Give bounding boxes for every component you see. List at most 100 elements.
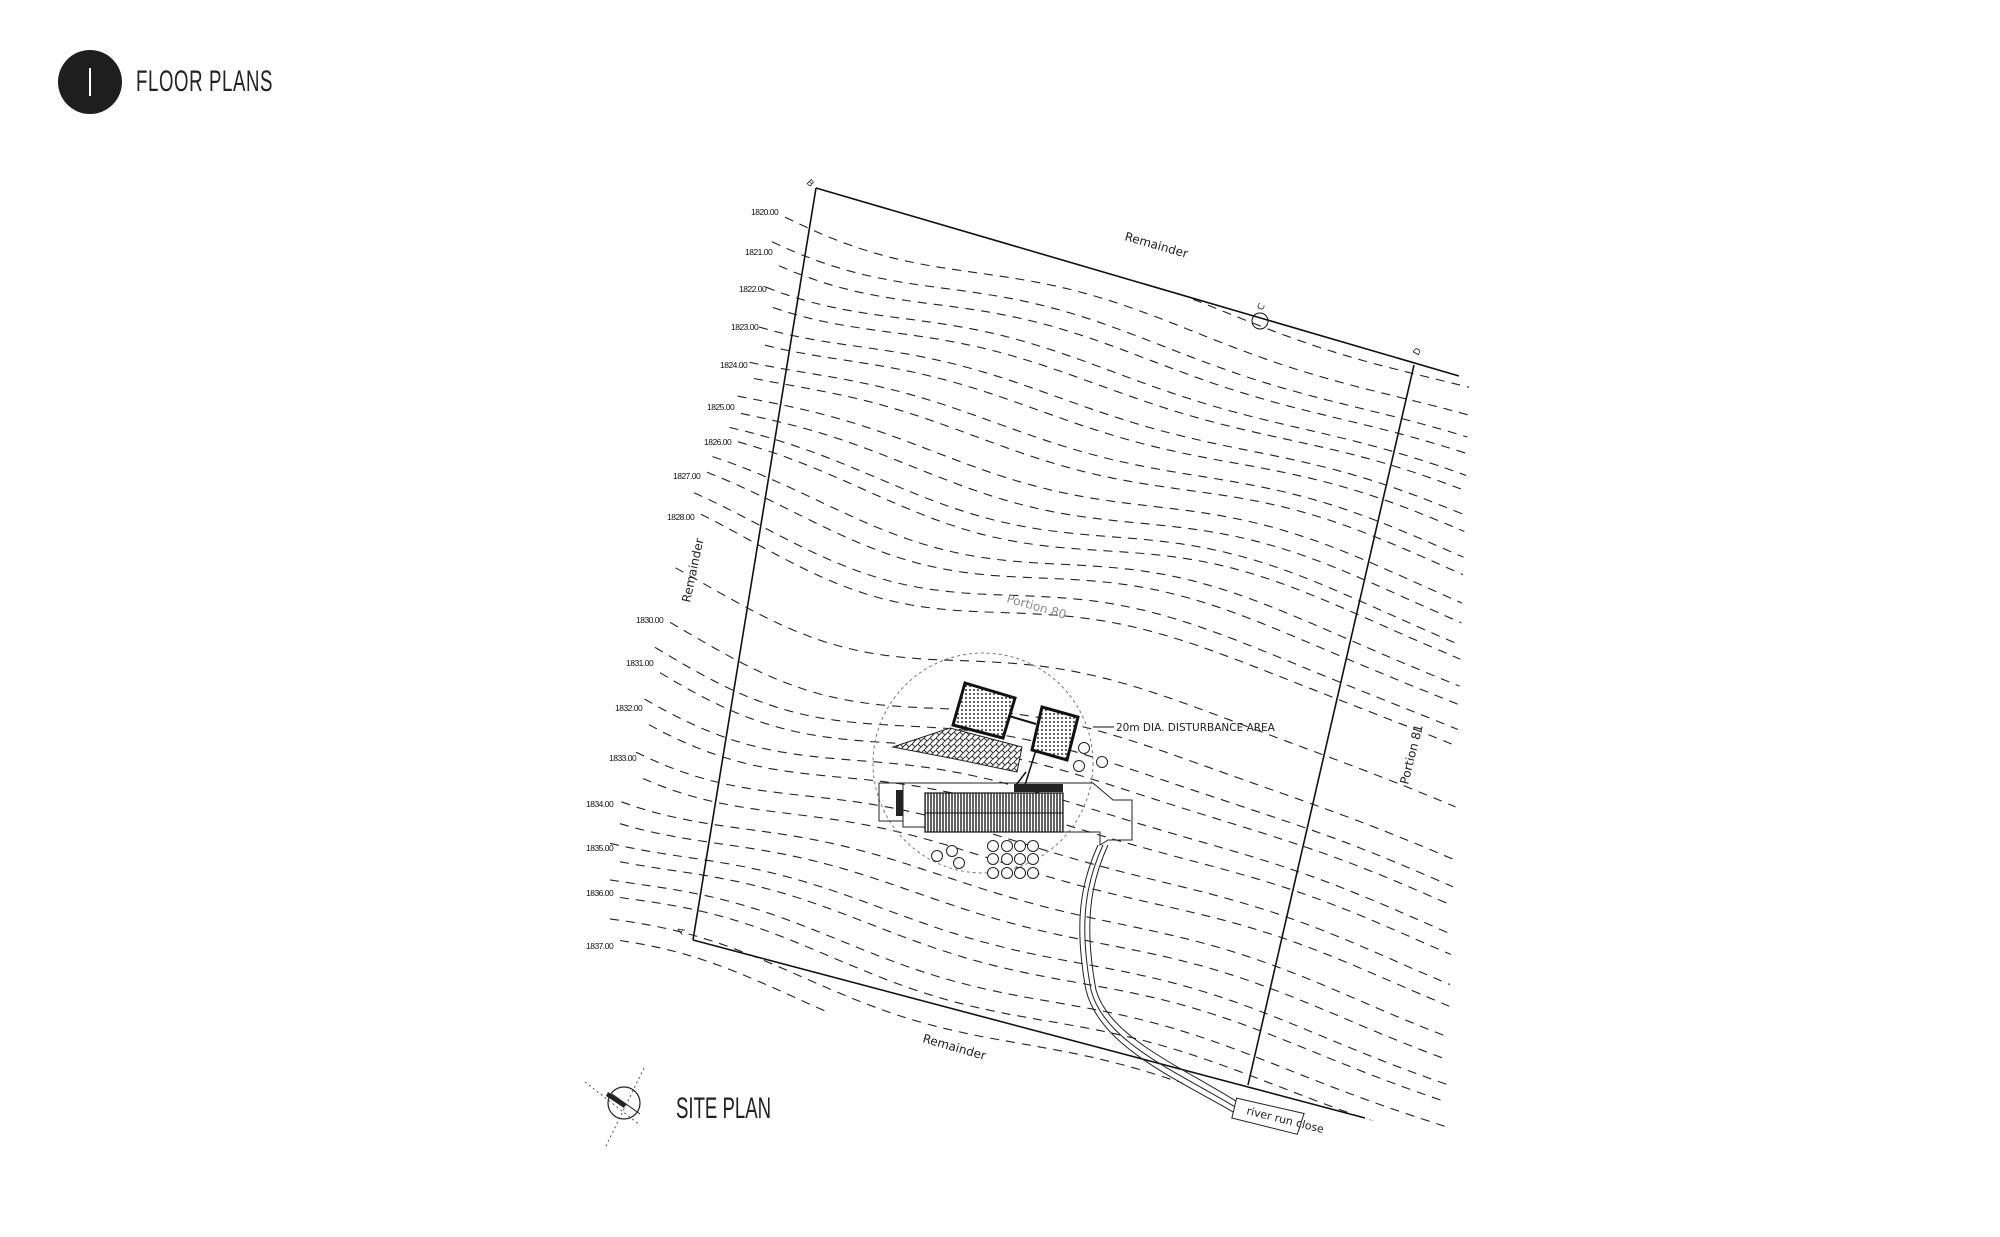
contour-line	[753, 377, 1470, 649]
contour-line	[693, 492, 1470, 784]
contour-line	[712, 456, 1470, 746]
tree-symbol	[1027, 867, 1039, 879]
corner-a-label: A	[676, 925, 688, 936]
contour-line	[619, 939, 1470, 1135]
boundary-east	[1247, 364, 1415, 1086]
contour-line	[758, 326, 1470, 588]
corner-d-label: D	[1412, 346, 1424, 357]
contour-line	[642, 778, 1470, 1042]
pavilion-block-1	[951, 681, 1017, 740]
tree-symbol	[1001, 853, 1013, 865]
contour-line	[749, 361, 1470, 628]
tree-symbol	[931, 850, 943, 862]
elevation-label: 1834.00	[586, 799, 614, 809]
tree-symbol	[953, 857, 965, 869]
tree-symbol	[1001, 867, 1013, 879]
contour-line	[706, 471, 1470, 764]
disturbance-area-circle	[872, 652, 1094, 874]
contour-line	[700, 513, 1470, 805]
boundary-west	[692, 187, 817, 941]
deck	[1014, 784, 1063, 792]
label-remainder-west: Remainder	[679, 537, 706, 604]
contour-lines	[609, 184, 1470, 1135]
section-number-glyph	[89, 68, 91, 96]
tree-symbol	[1014, 853, 1026, 865]
contour-line	[619, 823, 1470, 1085]
elevation-label: 1823.00	[731, 322, 759, 332]
contour-line	[737, 395, 1470, 671]
corner-c-marker	[1251, 312, 1269, 330]
contour-line	[609, 918, 1470, 1135]
tree-symbol	[1001, 840, 1013, 852]
boundary-north	[815, 187, 1460, 377]
link-walkway	[1008, 715, 1037, 725]
platform-outline	[902, 782, 1133, 846]
tree-symbol	[987, 867, 999, 879]
label-remainder-north: Remainder	[1123, 229, 1189, 260]
contour-line	[619, 861, 1470, 1127]
terrace-paving	[891, 727, 1023, 773]
contour-line	[609, 842, 1470, 1106]
elevation-label: 1824.00	[720, 360, 748, 370]
elevation-label: 1827.00	[673, 471, 701, 481]
tree-symbol	[946, 845, 958, 857]
elevation-label: 1822.00	[739, 284, 767, 294]
elevation-label: 1833.00	[609, 753, 637, 763]
elevation-label: 1825.00	[707, 402, 735, 412]
contour-line	[619, 896, 1470, 1135]
elevation-label: 1837.00	[586, 941, 614, 951]
building-footprint	[878, 681, 1133, 846]
contour-line	[771, 241, 1470, 506]
tree-symbol	[987, 853, 999, 865]
contour-line	[765, 286, 1470, 548]
elevation-label: 1831.00	[626, 658, 654, 668]
contour-line	[644, 698, 1470, 972]
tree-symbol	[1027, 853, 1039, 865]
contour-line	[772, 306, 1470, 568]
corner-c-label: C	[1256, 302, 1268, 312]
contour-line	[737, 441, 1470, 729]
label-disturbance-area: 20m DIA. DISTURBANCE AREA	[1116, 722, 1276, 734]
label-portion-81: Portion 81	[1397, 723, 1425, 786]
contour-line	[740, 412, 1470, 692]
contour-line	[729, 426, 1470, 711]
contour-line	[621, 801, 1470, 1063]
corner-b-label: B	[804, 178, 815, 189]
contour-line	[669, 621, 1470, 908]
elevation-label: 1830.00	[636, 615, 664, 625]
section-number-badge	[58, 50, 122, 114]
pavilion-block-2	[1030, 705, 1080, 762]
elevation-label: 1828.00	[667, 512, 695, 522]
stair-treads	[896, 790, 903, 816]
contour-line	[648, 724, 1470, 993]
tree-symbol	[1078, 742, 1090, 754]
boundary-south	[692, 939, 1366, 1119]
elevation-label: 1821.00	[745, 247, 773, 257]
section-header: FLOOR PLANS	[58, 50, 357, 114]
contour-line	[778, 265, 1470, 528]
contour-line	[609, 879, 1470, 1135]
elevation-label: 1826.00	[704, 437, 732, 447]
contour-line	[784, 216, 1470, 485]
property-boundary	[692, 187, 1460, 1119]
elevation-label: 1835.00	[586, 843, 614, 853]
elevation-label: 1836.00	[586, 888, 614, 898]
tree-symbol	[1073, 760, 1085, 772]
north-arrow-icon	[584, 1067, 645, 1149]
label-portion-80: Portion 80	[1005, 591, 1068, 621]
tree-symbol	[1014, 840, 1026, 852]
trees	[931, 742, 1108, 879]
contour-line	[764, 344, 1470, 608]
tree-symbol	[1027, 840, 1039, 852]
elevation-labels: 1820.00 1821.00 1822.00 1823.00 1824.00 1825.…	[586, 207, 779, 951]
tree-symbol	[1096, 756, 1108, 768]
section-title: FLOOR PLANS	[136, 65, 274, 98]
elevation-label: 1820.00	[751, 207, 779, 217]
contour-line	[659, 672, 1470, 950]
tree-symbol	[987, 840, 999, 852]
contour-line	[675, 567, 1470, 856]
tree-symbol	[1014, 867, 1026, 879]
contour-line	[635, 751, 1470, 1018]
site-plan-title: SITE PLAN	[676, 1092, 772, 1125]
